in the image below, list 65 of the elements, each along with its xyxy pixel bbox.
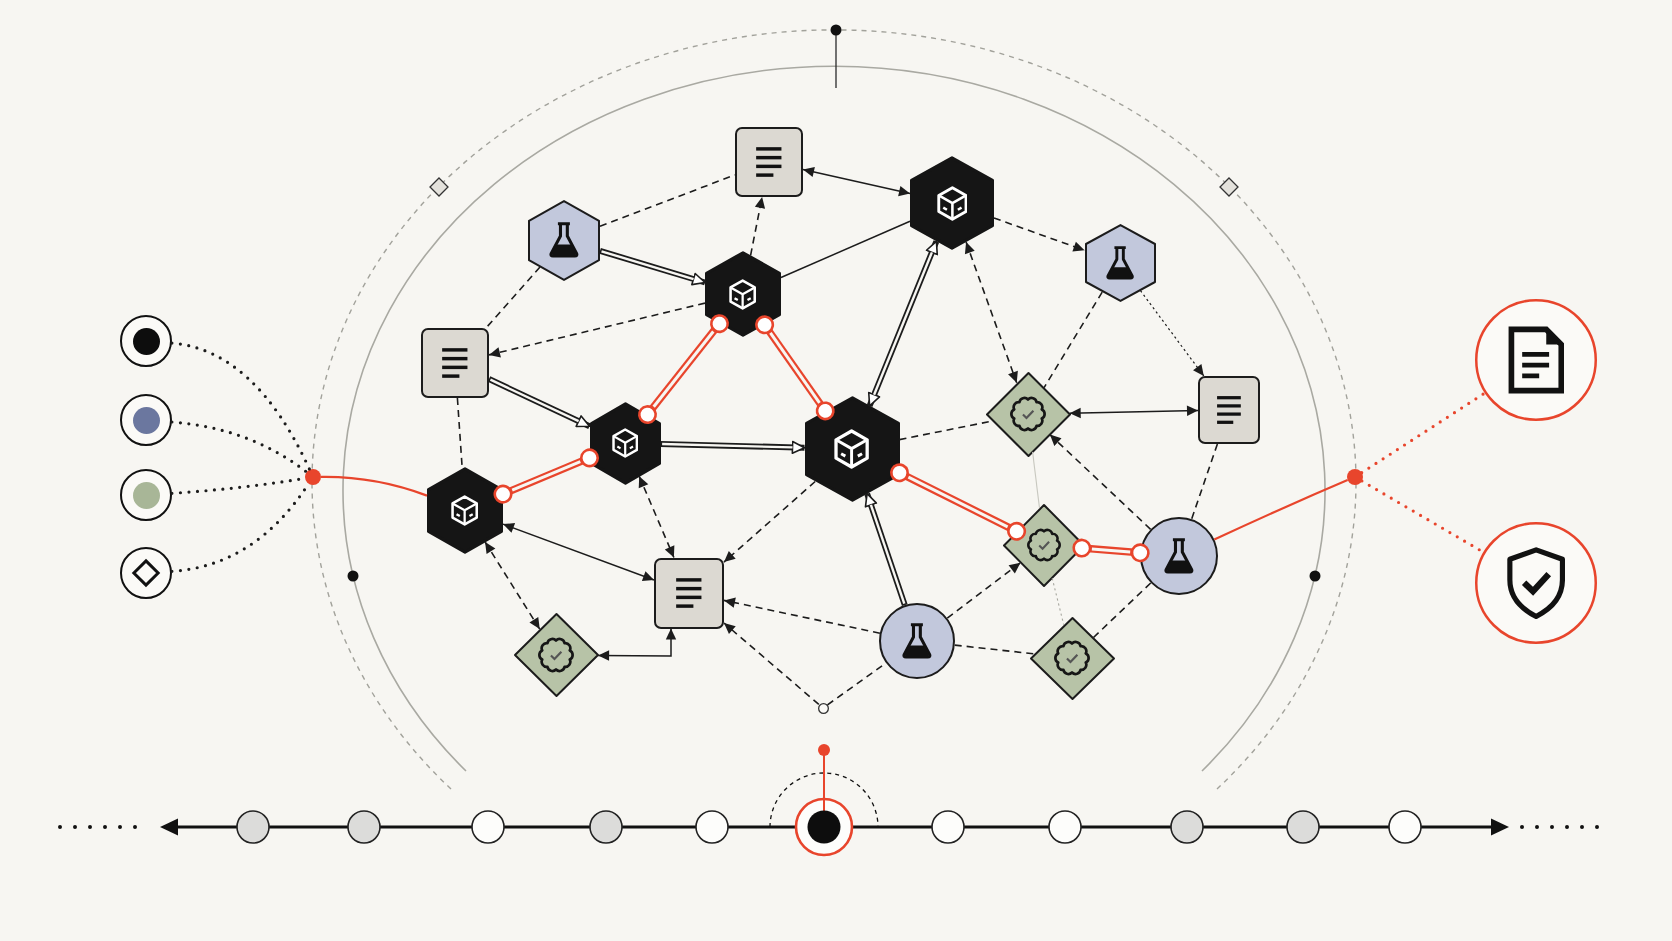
dashed-arrow (1139, 290, 1205, 377)
arrow (502, 523, 655, 582)
dashed-arrow (723, 622, 820, 706)
junction-dot (305, 469, 321, 485)
circle-node (120, 315, 172, 367)
dashed-line (599, 174, 736, 228)
dotted-line (170, 420, 309, 474)
junction-circle (817, 702, 829, 714)
curved-line (1213, 479, 1349, 541)
curved-line (321, 475, 428, 497)
double-line-link (755, 315, 835, 421)
arrow (1068, 405, 1199, 419)
connector-line (780, 220, 911, 279)
junction-dot (1347, 469, 1363, 485)
double-line-link (493, 448, 599, 504)
double-line-link (638, 314, 729, 425)
circle-node (1475, 522, 1597, 644)
document-card (1198, 376, 1260, 444)
circle-node (120, 469, 172, 521)
circle-node (120, 547, 172, 599)
circle-node (1140, 517, 1218, 595)
dashed-arrow (723, 597, 881, 634)
circle-node (120, 394, 172, 446)
hexagon-node (528, 199, 600, 281)
dashed-arrow (993, 217, 1086, 252)
circle-node (1475, 299, 1597, 421)
dashed-arrow (1049, 433, 1152, 531)
dashed-line (1051, 577, 1065, 626)
arrow (597, 627, 677, 661)
dashed-arrow (964, 241, 1018, 384)
hexagon-node (427, 466, 503, 554)
connector-line (1032, 451, 1041, 509)
dashed-line (485, 266, 541, 329)
dashed-arrow (749, 196, 766, 257)
dashed-line (953, 644, 1035, 655)
dashed-arrow (946, 561, 1022, 619)
double-line-arrow (866, 240, 940, 407)
arrow (802, 166, 911, 197)
dashed-arrow (723, 480, 816, 563)
hexagon-node (705, 251, 781, 337)
dashed-arrow (638, 475, 675, 559)
diamond-node (985, 371, 1071, 457)
dashed-line (1043, 291, 1103, 389)
diamond-node (1029, 616, 1115, 700)
hexagon-node (910, 156, 994, 250)
double-line-arrow (864, 492, 908, 607)
double-line-arrow (599, 248, 706, 286)
dashed-line (1092, 582, 1152, 639)
dotted-line (1360, 391, 1487, 475)
dashed-line (1190, 443, 1219, 520)
document-card (421, 328, 489, 398)
diamond-node (513, 613, 599, 697)
double-line-arrow (660, 440, 806, 454)
hexagon-node (804, 396, 900, 502)
hexagon-node (589, 401, 661, 485)
hexagon-node (1084, 224, 1156, 302)
dashed-arrow (484, 541, 541, 630)
dashed-arrow (488, 302, 706, 358)
circle-node (879, 603, 955, 679)
document-card (735, 127, 803, 197)
double-line-link (1072, 538, 1150, 563)
double-line-arrow (487, 376, 591, 429)
dotted-line (170, 341, 312, 472)
document-card (654, 557, 724, 629)
double-line-link (890, 463, 1027, 541)
